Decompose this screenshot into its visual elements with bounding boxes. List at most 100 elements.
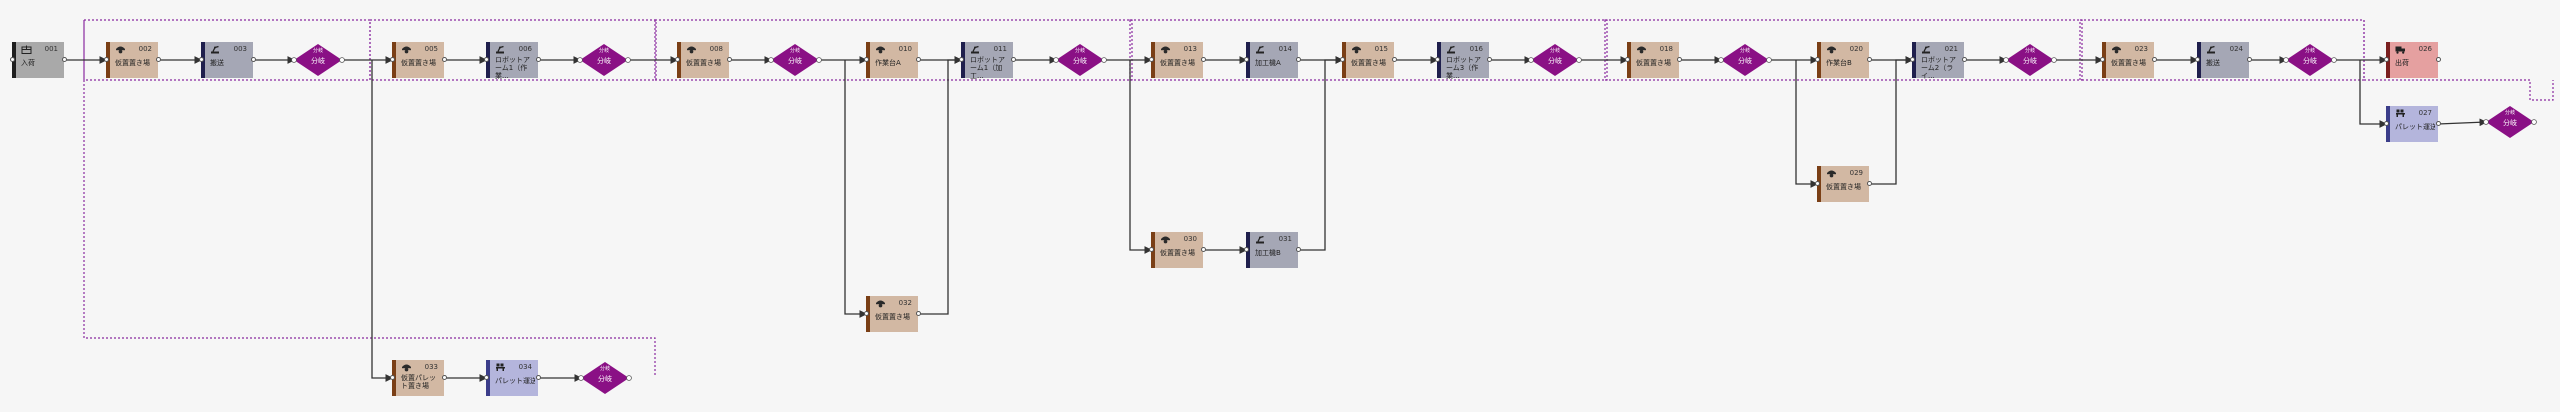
node-out-port[interactable] [2436,57,2441,62]
node-out-port[interactable] [536,375,541,380]
branch-node[interactable] [768,44,822,76]
node-in-port[interactable] [2100,57,2105,62]
node-label: 出荷 [2395,59,2409,67]
worker-icon [401,45,412,54]
node-out-port[interactable] [1011,57,1016,62]
node-label: 仮置置き場 [1160,249,1195,257]
branch-in-port [2283,57,2289,63]
node-number: 029 [1849,169,1863,177]
node-in-port[interactable] [959,57,964,62]
node-in-port[interactable] [864,311,869,316]
node-in-port[interactable] [484,57,489,62]
branch-node[interactable] [578,362,632,394]
branch-node[interactable] [2003,44,2057,76]
node-in-port[interactable] [1340,57,1345,62]
branch-diamond [771,44,819,76]
node-out-port[interactable] [62,57,67,62]
node-in-port[interactable] [1625,57,1630,62]
node-out-port[interactable] [1201,57,1206,62]
node-out-port[interactable] [156,57,161,62]
branch-diamond [294,44,342,76]
node-in-port[interactable] [1910,57,1915,62]
node-out-port[interactable] [916,311,921,316]
worker-icon [1160,235,1171,244]
node-in-port[interactable] [1244,57,1249,62]
node-in-port[interactable] [199,57,204,62]
branch-node[interactable] [1528,44,1582,76]
node-in-port[interactable] [390,375,395,380]
node-out-port[interactable] [1201,247,1206,252]
node-in-port[interactable] [1435,57,1440,62]
node-out-port[interactable] [2247,57,2252,62]
node-out-port[interactable] [442,57,447,62]
node-in-port[interactable] [1815,57,1820,62]
node-label: 作業台A [875,59,901,67]
node-in-port[interactable] [864,57,869,62]
node-in-port[interactable] [1149,57,1154,62]
node-out-port[interactable] [1867,181,1872,186]
flow-edge [1129,60,1153,254]
node-out-port[interactable] [251,57,256,62]
node-in-port[interactable] [10,57,15,62]
branch-node[interactable] [1718,44,1772,76]
worker-icon [875,45,886,54]
branch-node[interactable] [577,44,631,76]
node-out-port[interactable] [727,57,732,62]
node-in-port[interactable] [2195,57,2200,62]
node-out-port[interactable] [2152,57,2157,62]
node-out-port[interactable] [2436,121,2441,126]
node-in-port[interactable] [484,375,489,380]
pallet-icon [2395,109,2406,118]
node-out-port[interactable] [1677,57,1682,62]
node-out-port[interactable] [1487,57,1492,62]
branch-node[interactable] [1053,44,1107,76]
node-in-port[interactable] [1149,247,1154,252]
branch-diamond [1056,44,1104,76]
node-out-port[interactable] [1296,57,1301,62]
node-out-port[interactable] [1296,247,1301,252]
node-out-port[interactable] [536,57,541,62]
node-in-port[interactable] [2384,57,2389,62]
node-in-port[interactable] [675,57,680,62]
node-out-port[interactable] [1962,57,1967,62]
node-in-port[interactable] [2384,121,2389,126]
node-out-port[interactable] [1392,57,1397,62]
node-out-port[interactable] [442,375,447,380]
node-out-port[interactable] [1867,57,1872,62]
node-out-port[interactable] [916,57,921,62]
node-in-port[interactable] [104,57,109,62]
branch-node[interactable] [2483,106,2537,138]
branch-node[interactable] [2283,44,2337,76]
node-in-port[interactable] [1815,181,1820,186]
node-in-port[interactable] [1244,247,1249,252]
node-in-port[interactable] [390,57,395,62]
branch-node[interactable] [291,44,345,76]
